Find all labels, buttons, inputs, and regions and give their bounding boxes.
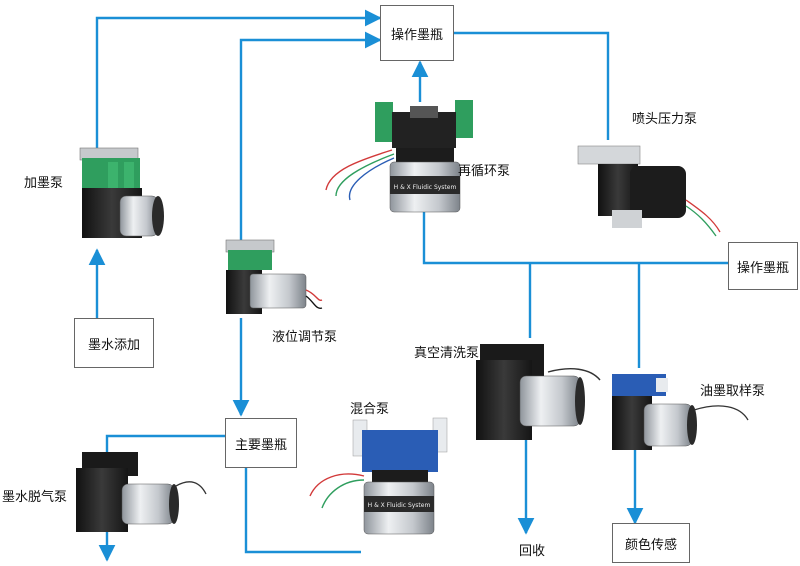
flow-lines [88,9,728,562]
oil-sampling-pump-label: 油墨取样泵 [700,384,766,399]
pump-mixing: H & X Fluidic System [309,417,448,535]
ink-feed-pump-label: 加墨泵 [24,176,64,191]
line-level-to-bottle [239,31,382,240]
pump-recirculation: H & X Fluidic System [325,100,473,213]
pump-vacuum-cleaning [476,344,601,440]
line-bottle-to-nozzle [454,31,610,140]
recirculation-pump-body-text: H & X Fluidic System [394,184,457,191]
line-main-to-degas [105,434,225,455]
vacuum-cleaning-pump-label: 真空清洗泵 [414,346,480,361]
line-feed-to-bottle [95,9,382,150]
operation-bottle-box-top: 操作墨瓶 [380,5,454,61]
nozzle-pressure-pump-label: 喷头压力泵 [632,112,698,127]
pump-level-adjust [225,239,323,314]
pump-degassing [76,452,207,532]
line-mix-to-main [244,458,361,554]
level-adjust-pump-label: 液位调节泵 [272,330,338,345]
recirculation-pump-label: 再循环泵 [458,164,511,179]
pump-nozzle-pressure [577,145,721,237]
mixing-pump-body-text: H & X Fluidic System [368,502,431,509]
mixing-pump-label: 混合泵 [350,402,390,417]
recovery-label: 回收 [519,544,546,559]
main-bottle-box: 主要墨瓶 [225,418,297,468]
degassing-pump-label: 墨水脱气泵 [2,490,68,505]
ink-add-box: 墨水添加 [74,318,154,368]
pump-oil-sampling [612,374,749,450]
operation-bottle-box-right: 操作墨瓶 [728,242,798,290]
line-recirc-bus [422,212,728,265]
color-sensing-box: 颜色传感 [612,523,690,563]
pump-ink-feed [79,147,164,238]
